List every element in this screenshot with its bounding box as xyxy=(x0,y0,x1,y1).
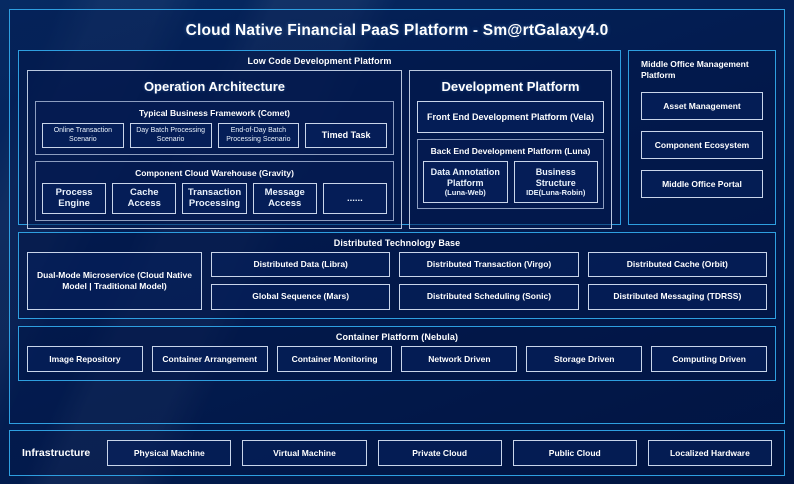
data-annotation-platform-sublabel: (Luna-Web) xyxy=(444,188,486,198)
chip-front-end-development-platform[interactable]: Front End Development Platform (Vela) xyxy=(417,101,604,133)
chip-distributed-scheduling[interactable]: Distributed Scheduling (Sonic) xyxy=(399,284,579,310)
section-low-code-development-platform: Low Code Development Platform Operation … xyxy=(18,50,621,229)
chip-network-driven[interactable]: Network Driven xyxy=(401,345,518,372)
chip-distributed-data[interactable]: Distributed Data (Libra) xyxy=(211,252,391,278)
section-middle-office-management-platform: Middle Office Management Platform Asset … xyxy=(628,50,776,225)
chip-distributed-transaction[interactable]: Distributed Transaction (Virgo) xyxy=(399,252,579,278)
chip-public-cloud[interactable]: Public Cloud xyxy=(512,440,637,466)
chip-asset-management[interactable]: Asset Management xyxy=(641,91,763,120)
distributed-base-column-1: Distributed Data (Libra) Global Sequence… xyxy=(211,252,391,310)
middle-office-list: Asset Management Component Ecosystem Mid… xyxy=(641,91,763,198)
chip-process-engine[interactable]: Process Engine xyxy=(42,183,107,214)
top-row: Low Code Development Platform Operation … xyxy=(18,50,776,229)
back-end-title: Back End Development Platform (Luna) xyxy=(430,146,591,156)
data-annotation-platform-label: Data Annotation Platform xyxy=(430,166,500,188)
group-typical-business-framework: Typical Business Framework (Comet) Onlin… xyxy=(35,101,394,155)
page-title: Cloud Native Financial PaaS Platform - S… xyxy=(185,22,609,39)
chip-online-transaction-scenario[interactable]: Online Transaction Scenario xyxy=(42,123,124,148)
component-warehouse-row: Process Engine Cache Access Transaction … xyxy=(42,183,388,214)
chip-cache-access[interactable]: Cache Access xyxy=(112,183,177,214)
distributed-base-column-highlight: Dual-Mode Microservice (Cloud Native Mod… xyxy=(27,252,202,310)
chip-distributed-messaging[interactable]: Distributed Messaging (TDRSS) xyxy=(587,284,767,310)
back-end-row: Data Annotation Platform (Luna-Web) Busi… xyxy=(423,161,598,203)
section-container-platform: Container Platform (Nebula) Image Reposi… xyxy=(18,325,776,381)
chip-data-annotation-platform[interactable]: Data Annotation Platform (Luna-Web) xyxy=(423,161,508,203)
section-distributed-technology-base: Distributed Technology Base Dual-Mode Mi… xyxy=(18,232,776,319)
subpanel-development-platform: Development Platform Front End Developme… xyxy=(409,70,612,229)
distributed-base-body: Dual-Mode Microservice (Cloud Native Mod… xyxy=(27,252,767,310)
business-structure-label: Business Structure xyxy=(535,166,576,188)
chip-storage-driven[interactable]: Storage Driven xyxy=(526,345,643,372)
business-structure-sublabel: IDE(Luna-Robin) xyxy=(526,188,586,198)
operation-architecture-title: Operation Architecture xyxy=(143,79,286,94)
component-warehouse-title: Component Cloud Warehouse (Gravity) xyxy=(135,168,294,178)
chip-component-ecosystem[interactable]: Component Ecosystem xyxy=(641,130,763,159)
chip-middle-office-portal[interactable]: Middle Office Portal xyxy=(641,169,763,198)
chip-localized-hardware[interactable]: Localized Hardware xyxy=(647,440,772,466)
chip-container-arrangement[interactable]: Container Arrangement xyxy=(151,345,268,372)
chip-end-of-day-batch-processing-scenario[interactable]: End-of-Day Batch Processing Scenario xyxy=(217,123,300,148)
business-framework-title: Typical Business Framework (Comet) xyxy=(139,108,290,118)
chip-distributed-cache[interactable]: Distributed Cache (Orbit) xyxy=(587,252,767,278)
chip-physical-machine[interactable]: Physical Machine xyxy=(107,440,232,466)
distributed-base-column-3: Distributed Cache (Orbit) Distributed Me… xyxy=(587,252,767,310)
group-back-end-development-platform: Back End Development Platform (Luna) Dat… xyxy=(417,139,604,209)
infrastructure-label: Infrastructure xyxy=(22,447,91,459)
development-platform-title: Development Platform xyxy=(441,79,580,94)
low-code-body: Operation Architecture Typical Business … xyxy=(19,70,620,237)
distributed-base-title: Distributed Technology Base xyxy=(333,238,461,248)
chip-global-sequence[interactable]: Global Sequence (Mars) xyxy=(211,284,391,310)
subpanel-operation-architecture: Operation Architecture Typical Business … xyxy=(27,70,402,229)
business-framework-row: Online Transaction Scenario Day Batch Pr… xyxy=(42,123,387,148)
middle-office-title: Middle Office Management Platform xyxy=(641,59,749,81)
chip-timed-task[interactable]: Timed Task xyxy=(305,123,387,148)
chip-more-ellipsis[interactable]: ...... xyxy=(322,183,388,214)
main-platform-panel: Cloud Native Financial PaaS Platform - S… xyxy=(9,9,785,424)
chip-container-monitoring[interactable]: Container Monitoring xyxy=(276,345,393,372)
distributed-base-column-2: Distributed Transaction (Virgo) Distribu… xyxy=(399,252,579,310)
section-infrastructure: Infrastructure Physical Machine Virtual … xyxy=(9,430,785,476)
chip-private-cloud[interactable]: Private Cloud xyxy=(377,440,502,466)
chip-image-repository[interactable]: Image Repository xyxy=(27,345,143,372)
chip-dual-mode-microservice[interactable]: Dual-Mode Microservice (Cloud Native Mod… xyxy=(27,252,202,310)
chip-virtual-machine[interactable]: Virtual Machine xyxy=(242,440,367,466)
chip-message-access[interactable]: Message Access xyxy=(252,183,317,214)
group-component-cloud-warehouse: Component Cloud Warehouse (Gravity) Proc… xyxy=(35,161,394,221)
chip-transaction-processing[interactable]: Transaction Processing xyxy=(182,183,247,214)
chip-business-structure-ide[interactable]: Business Structure IDE(Luna-Robin) xyxy=(513,161,598,203)
container-platform-row: Image Repository Container Arrangement C… xyxy=(27,345,767,372)
chip-computing-driven[interactable]: Computing Driven xyxy=(651,345,767,372)
container-platform-title: Container Platform (Nebula) xyxy=(335,331,459,342)
chip-day-batch-processing-scenario[interactable]: Day Batch Processing Scenario xyxy=(129,123,212,148)
low-code-title: Low Code Development Platform xyxy=(247,56,392,66)
